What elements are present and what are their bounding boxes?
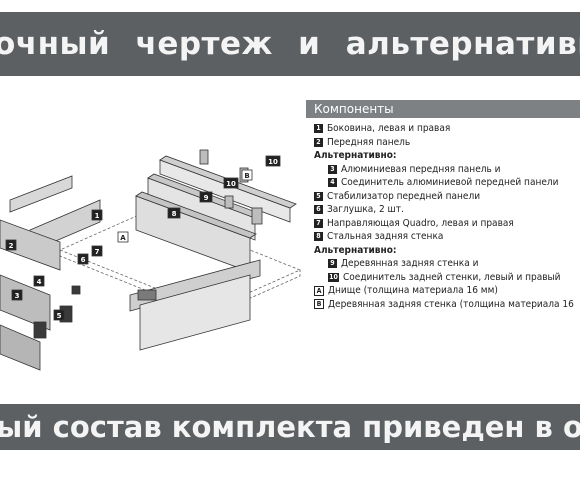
back-wall-8 — [135, 191, 257, 273]
bottom-banner: ый состав комплекта приведен в описании … — [0, 404, 580, 450]
component-badge: 8 — [314, 232, 323, 242]
svg-text:7: 7 — [95, 248, 100, 256]
component-badge: 5 — [314, 191, 323, 201]
component-label: Передняя панель — [327, 136, 411, 148]
top-banner-text: очный чертеж и альтернативная комплект — [0, 26, 580, 62]
component-item: 8 Стальная задняя стенка — [314, 230, 580, 244]
component-label: Соединитель задней стенки, левый и правы… — [343, 271, 561, 283]
component-label: Альтернативно: — [314, 244, 397, 256]
component-item: 10 Соединитель задней стенки, левый и пра… — [314, 271, 580, 285]
alternative-heading: Альтернативно: — [314, 244, 580, 258]
component-badge: 7 — [314, 218, 323, 228]
alternative-heading: Альтернативно: — [314, 149, 580, 163]
component-label: Заглушка, 2 шт. — [327, 204, 404, 215]
components-title: Компоненты — [306, 100, 580, 118]
exploded-drawer-diagram: 1 2 3 4 5 6 7 8 9 10 10 A B — [0, 149, 302, 371]
svg-text:6: 6 — [81, 256, 86, 264]
callout-10b: 10 — [265, 155, 281, 167]
callout-4: 4 — [33, 275, 45, 287]
svg-text:10: 10 — [226, 180, 236, 188]
component-item: 3 Алюминиевая передняя панель и — [314, 163, 580, 177]
callout-10a: 10 — [223, 177, 239, 189]
component-item: 2 Передняя панель — [314, 136, 580, 150]
callout-b: B — [241, 169, 253, 181]
component-badge: 3 — [328, 164, 337, 174]
component-badge: 10 — [328, 272, 339, 282]
callout-8: 8 — [167, 207, 181, 219]
component-label: Боковина, левая и правая — [327, 123, 451, 134]
svg-text:4: 4 — [37, 278, 42, 286]
component-label: Алюминиевая передняя панель и — [341, 163, 501, 175]
svg-text:3: 3 — [15, 292, 20, 300]
component-label: Соединитель алюминиевой передней панели — [341, 177, 559, 188]
svg-text:8: 8 — [172, 210, 177, 218]
component-item: 4 Соединитель алюминиевой передней панели — [314, 176, 580, 190]
callout-badges: 1 2 3 4 5 6 7 8 9 10 10 A B — [5, 155, 281, 321]
component-badge: 4 — [328, 178, 337, 188]
component-badge: 2 — [314, 137, 323, 147]
component-item: B Деревянная задняя стенка (толщина матер… — [314, 298, 580, 312]
component-item: A Днище (толщина материала 16 мм) — [314, 284, 580, 298]
svg-text:5: 5 — [57, 312, 62, 320]
component-badge: 9 — [328, 259, 337, 269]
component-label: Стабилизатор передней панели — [327, 190, 481, 202]
component-item: 9 Деревянная задняя стенка и — [314, 257, 580, 271]
component-label: Стальная задняя стенка — [327, 231, 444, 242]
component-label: Направляющая Quadro, левая и правая — [327, 217, 514, 229]
component-item: 5 Стабилизатор передней панели — [314, 190, 580, 204]
svg-text:10: 10 — [268, 158, 278, 166]
components-list: 1 Боковина, левая и правая 2 Передняя панел… — [314, 122, 580, 311]
callout-6: 6 — [77, 253, 89, 265]
front-panel — [0, 219, 61, 371]
component-label: Альтернативно: — [314, 150, 397, 161]
callout-9: 9 — [199, 191, 213, 203]
svg-text:9: 9 — [204, 194, 209, 202]
bottom-banner-text: ый состав комплекта приведен в описании … — [0, 410, 580, 444]
callout-5: 5 — [53, 309, 65, 321]
component-badge: 6 — [314, 205, 323, 215]
component-item: 1 Боковина, левая и правая — [314, 122, 580, 136]
callout-a: A — [117, 231, 129, 243]
component-label: Деревянная задняя стенка и — [341, 258, 479, 269]
svg-text:2: 2 — [9, 242, 14, 250]
component-badge: A — [314, 285, 324, 296]
svg-text:A: A — [120, 234, 126, 242]
top-banner: очный чертеж и альтернативная комплект — [0, 12, 580, 76]
component-badge: 1 — [314, 124, 323, 134]
components-panel: Компоненты 1 Боковина, левая и правая 2 Пер… — [306, 100, 580, 311]
callout-2: 2 — [5, 239, 17, 251]
callout-7: 7 — [91, 245, 103, 257]
component-item: 7 Направляющая Quadro, левая и правая — [314, 217, 580, 231]
component-label: Днище (толщина материала 16 мм) — [328, 285, 498, 296]
component-item: 6 Заглушка, 2 шт. — [314, 203, 580, 217]
svg-text:B: B — [244, 172, 249, 180]
callout-1: 1 — [91, 209, 103, 221]
svg-text:1: 1 — [95, 212, 100, 220]
component-badge: B — [314, 299, 324, 310]
callout-3: 3 — [11, 289, 23, 301]
runner-quadro — [129, 259, 261, 351]
component-label: Деревянная задняя стенка (толщина матери… — [328, 298, 574, 310]
